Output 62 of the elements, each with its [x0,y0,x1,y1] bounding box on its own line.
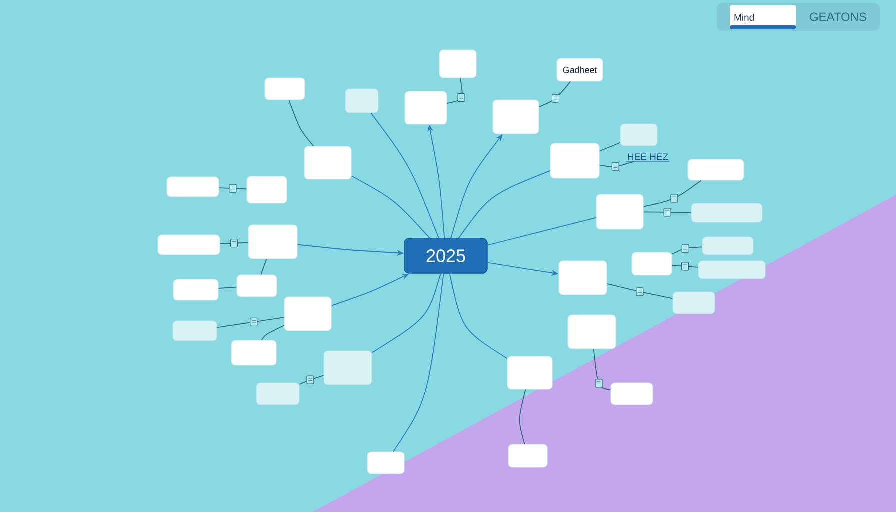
topic-box [558,260,608,296]
connector-line [351,176,430,239]
note-box [702,236,754,256]
topic-box [284,296,332,332]
connector-line [220,242,249,244]
note-box [620,124,658,146]
topic-box [404,91,448,125]
connector-line [606,284,674,300]
connector-line [299,375,324,385]
note-box [698,260,766,280]
note-box [691,203,763,223]
connector-line [487,218,597,246]
tab: Mind [730,6,796,30]
topic-box [231,340,277,366]
topic-box [158,234,220,256]
topic-box [688,159,744,181]
note-box [345,88,379,114]
topic-box [507,356,553,390]
connector-line [643,180,702,208]
central-topic-box: 2025 [404,238,488,274]
connector-line [449,273,508,360]
topic-box [610,382,654,406]
connector-line [218,188,248,190]
connector-line [599,142,621,152]
connector-line [643,212,692,214]
connector-line [672,265,699,268]
connector-line [519,389,526,445]
connector-line [599,161,636,168]
note-box [324,350,372,386]
topic-box: Gadheet [556,58,604,82]
connector-line [458,170,551,239]
topic-box [508,444,548,468]
topic-box [439,50,477,78]
topic-box [246,176,288,204]
connector-line [372,273,442,354]
topic-box [367,452,405,474]
connector-line [370,112,440,239]
connector-line [538,81,572,108]
topic-label: HEE HEZ [626,154,670,162]
topic-box [166,176,220,198]
topic-box [304,146,352,180]
connector-line [218,286,238,289]
connector-line [260,258,268,276]
note-box [672,292,716,314]
topic-box [596,194,644,230]
topic-box [492,100,540,134]
connector-line [393,273,444,452]
connector-line [446,78,463,104]
connector-line [288,100,314,147]
connector-line [261,325,285,341]
topic-box [264,78,306,100]
connector-line [593,348,612,391]
topic-box [568,314,616,350]
topic-box [632,252,672,276]
connector-line [672,246,703,255]
note-box [172,320,218,342]
topic-box [248,224,298,260]
topic-box [173,279,219,301]
connector-line [216,317,285,328]
topic-box [550,143,600,179]
note-box [256,382,300,406]
topic-box [236,274,278,298]
